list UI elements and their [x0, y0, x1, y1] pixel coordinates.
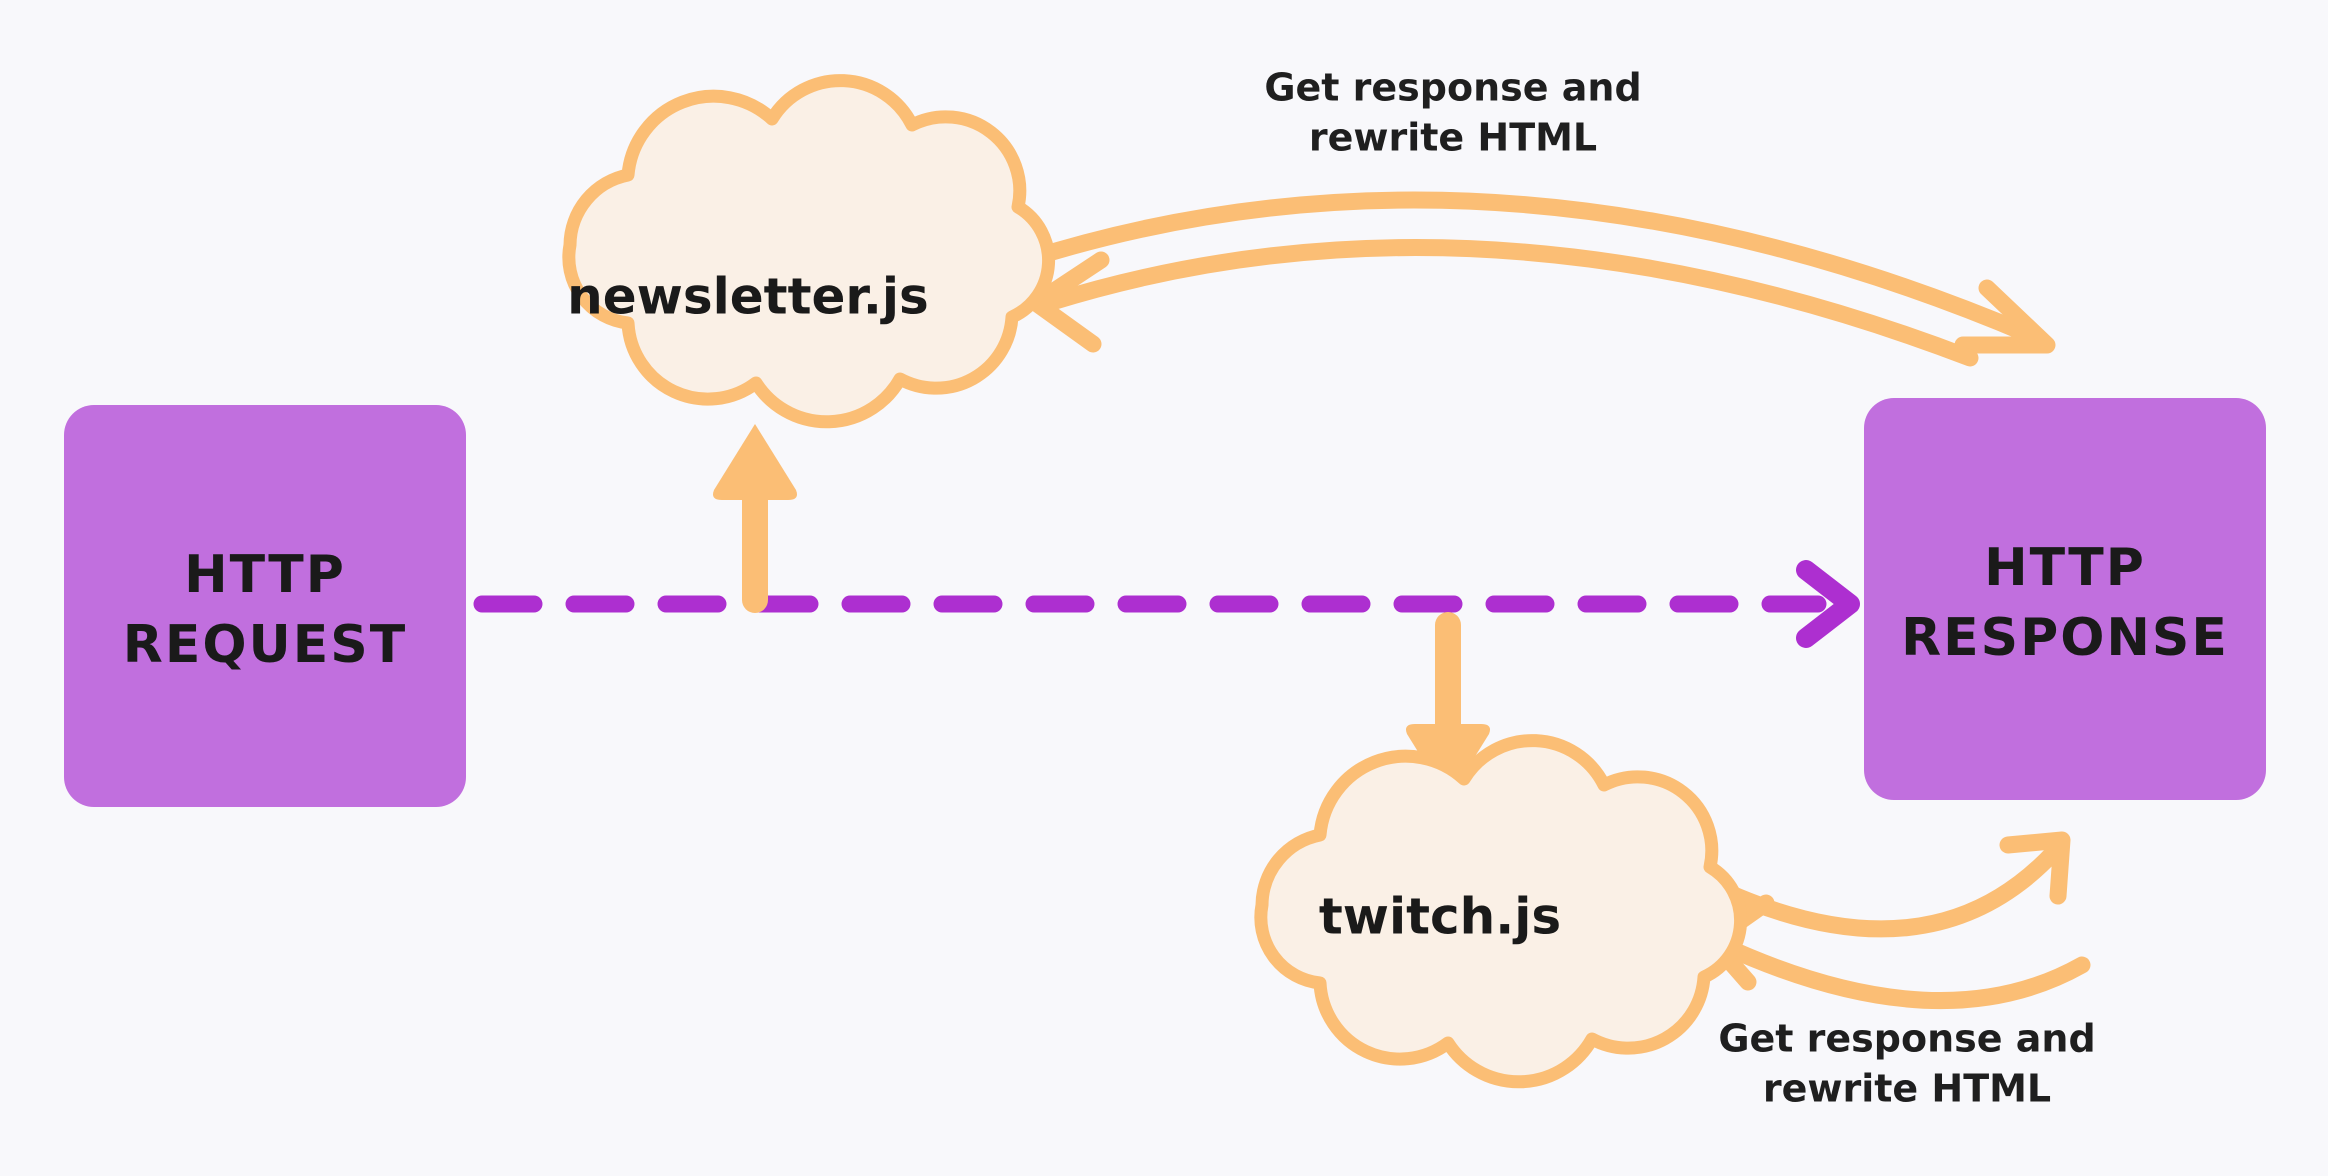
edge-request-to-newsletter	[713, 424, 797, 613]
edge-response-to-twitch	[1703, 894, 2091, 1010]
http-request-box[interactable]	[64, 405, 466, 807]
twitch-cloud-shape[interactable]	[1254, 734, 1748, 1089]
node-http-response[interactable]: HTTP RESPONSE	[1864, 398, 2266, 800]
label-bottom-get-response: Get response and rewrite HTML	[1718, 1017, 2095, 1111]
bottom-lower-arc-path	[1713, 936, 2091, 1010]
node-http-request[interactable]: HTTP REQUEST	[64, 405, 466, 807]
http-request-label-line1: HTTP	[184, 545, 346, 605]
bottom-label-line2: rewrite HTML	[1763, 1067, 2051, 1111]
edge-newsletter-to-response	[1017, 191, 2056, 354]
edge-twitch-to-response	[1709, 831, 2071, 938]
twitch-cloud-label: twitch.js	[1319, 888, 1561, 946]
newsletter-cloud-shape[interactable]	[562, 74, 1056, 429]
top-label-line1: Get response and	[1264, 66, 1641, 110]
http-request-label-line2: REQUEST	[123, 615, 407, 675]
bottom-upper-arrowhead-icon	[1999, 831, 2071, 905]
lower-arc-path	[1043, 239, 1979, 367]
newsletter-cloud-label: newsletter.js	[567, 268, 929, 326]
top-label-line2: rewrite HTML	[1309, 116, 1597, 160]
http-response-label-line1: HTTP	[1984, 538, 2146, 598]
node-newsletter-cloud[interactable]: newsletter.js	[562, 74, 1056, 429]
bottom-upper-arc-path	[1709, 843, 2063, 938]
label-top-get-response: Get response and rewrite HTML	[1264, 66, 1641, 160]
up-arrowhead-icon	[713, 424, 797, 500]
upper-arc-arrowhead-icon	[1954, 279, 2056, 354]
bottom-label-line1: Get response and	[1718, 1017, 2095, 1061]
dashed-arrowhead-icon	[1796, 560, 1860, 648]
node-twitch-cloud[interactable]: twitch.js	[1254, 734, 1748, 1089]
http-response-label-line2: RESPONSE	[1901, 608, 2229, 668]
upper-arc-path	[1017, 191, 2039, 344]
http-response-box[interactable]	[1864, 398, 2266, 800]
edge-request-to-response	[473, 560, 1860, 648]
